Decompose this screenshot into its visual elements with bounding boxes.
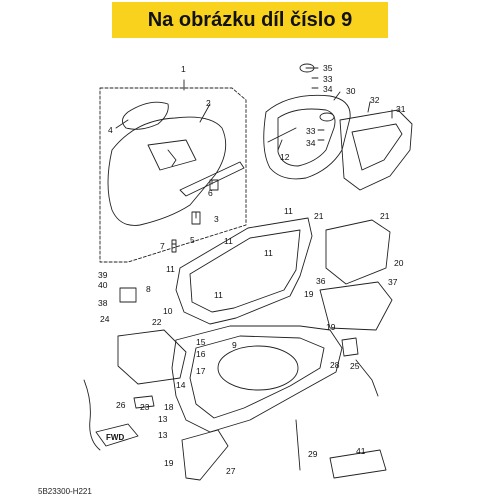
callout-23: 23 <box>140 402 150 412</box>
storage-box-inner <box>189 229 301 313</box>
bolt-5 <box>191 211 201 225</box>
callout-17: 17 <box>196 366 206 376</box>
callout-11a: 11 <box>284 206 293 216</box>
title-banner: Na obrázku díl číslo 9 <box>112 2 388 38</box>
callout-39: 39 <box>98 270 108 280</box>
callout-16: 16 <box>196 349 206 359</box>
callout-21b: 21 <box>380 211 390 221</box>
callout-35: 35 <box>323 63 333 73</box>
bolt-7 <box>171 239 177 253</box>
callout-41: 41 <box>356 446 366 456</box>
callout-11b: 11 <box>224 236 233 246</box>
callout-37: 37 <box>388 277 398 287</box>
callout-30: 30 <box>346 86 356 96</box>
callout-6: 6 <box>208 188 213 198</box>
callout-11d: 11 <box>264 248 273 258</box>
fwd-label: FWD <box>106 433 124 442</box>
callout-13b: 13 <box>158 430 168 440</box>
callout-26: 26 <box>116 400 126 410</box>
diagram-code: 5B23300-H221 <box>38 487 92 496</box>
seat-outline <box>107 116 227 226</box>
bracket-20 <box>325 219 391 285</box>
seat-latch-area <box>147 139 197 171</box>
rear-carrier <box>339 109 413 191</box>
callout-25: 25 <box>350 361 360 371</box>
callout-7: 7 <box>160 241 165 251</box>
callout-12: 12 <box>280 152 290 162</box>
rod-12 <box>267 127 297 143</box>
callout-4: 4 <box>108 125 113 135</box>
seat-group-frame <box>99 87 247 263</box>
fwd-arrow <box>95 423 139 447</box>
callout-22: 22 <box>152 317 162 327</box>
callout-2: 2 <box>206 98 211 108</box>
callout-1: 1 <box>181 64 186 74</box>
callout-36: 36 <box>316 276 326 286</box>
callout-11c: 11 <box>166 264 175 274</box>
bolt-6 <box>209 179 219 191</box>
callout-19c: 19 <box>164 458 174 468</box>
callout-14: 14 <box>176 380 186 390</box>
cable-28 <box>355 359 379 397</box>
callout-27: 27 <box>226 466 236 476</box>
callout-20: 20 <box>394 258 404 268</box>
floor-body-inner <box>189 335 325 419</box>
callout-19a: 19 <box>304 289 314 299</box>
panel-37 <box>319 281 393 331</box>
callout-5: 5 <box>190 235 195 245</box>
seat-seal-strip <box>179 161 245 197</box>
leader-lines <box>115 67 393 245</box>
callout-31: 31 <box>396 104 406 114</box>
storage-box <box>175 217 313 325</box>
floor-well <box>217 345 299 391</box>
callout-24: 24 <box>100 314 110 324</box>
callout-21a: 21 <box>314 211 324 221</box>
callout-19b: 19 <box>326 322 336 332</box>
callout-18: 18 <box>164 402 174 412</box>
callout-11e: 11 <box>214 290 223 300</box>
callout-34b: 34 <box>306 138 316 148</box>
seat-latch-detail <box>167 149 177 167</box>
callout-28: 28 <box>330 360 340 370</box>
callout-8: 8 <box>146 284 151 294</box>
callout-32: 32 <box>370 95 380 105</box>
callout-10: 10 <box>163 306 173 316</box>
callout-9: 9 <box>232 340 237 350</box>
callout-38: 38 <box>98 298 108 308</box>
backrest-pad <box>122 101 169 130</box>
part-27 <box>181 429 229 481</box>
part-25 <box>341 337 359 357</box>
callout-15: 15 <box>196 337 206 347</box>
callout-33b: 33 <box>306 126 316 136</box>
rear-carrier-inner <box>351 123 403 171</box>
part-38 <box>119 287 137 303</box>
cap-35b <box>319 112 335 122</box>
part-23 <box>133 395 155 409</box>
floor-body <box>171 325 343 433</box>
rod-29 <box>295 419 301 471</box>
callout-33a: 33 <box>323 74 333 84</box>
title-text: Na obrázku díl číslo 9 <box>147 8 353 31</box>
plate-41 <box>329 449 387 479</box>
grab-bar-inner <box>277 108 336 167</box>
panel-22 <box>117 329 187 385</box>
callout-3: 3 <box>214 214 219 224</box>
cable-26 <box>83 379 101 451</box>
callout-34a: 34 <box>323 84 333 94</box>
callout-13a: 13 <box>158 414 168 424</box>
callout-40: 40 <box>98 280 108 290</box>
grab-bar <box>263 94 351 180</box>
callout-29: 29 <box>308 449 318 459</box>
